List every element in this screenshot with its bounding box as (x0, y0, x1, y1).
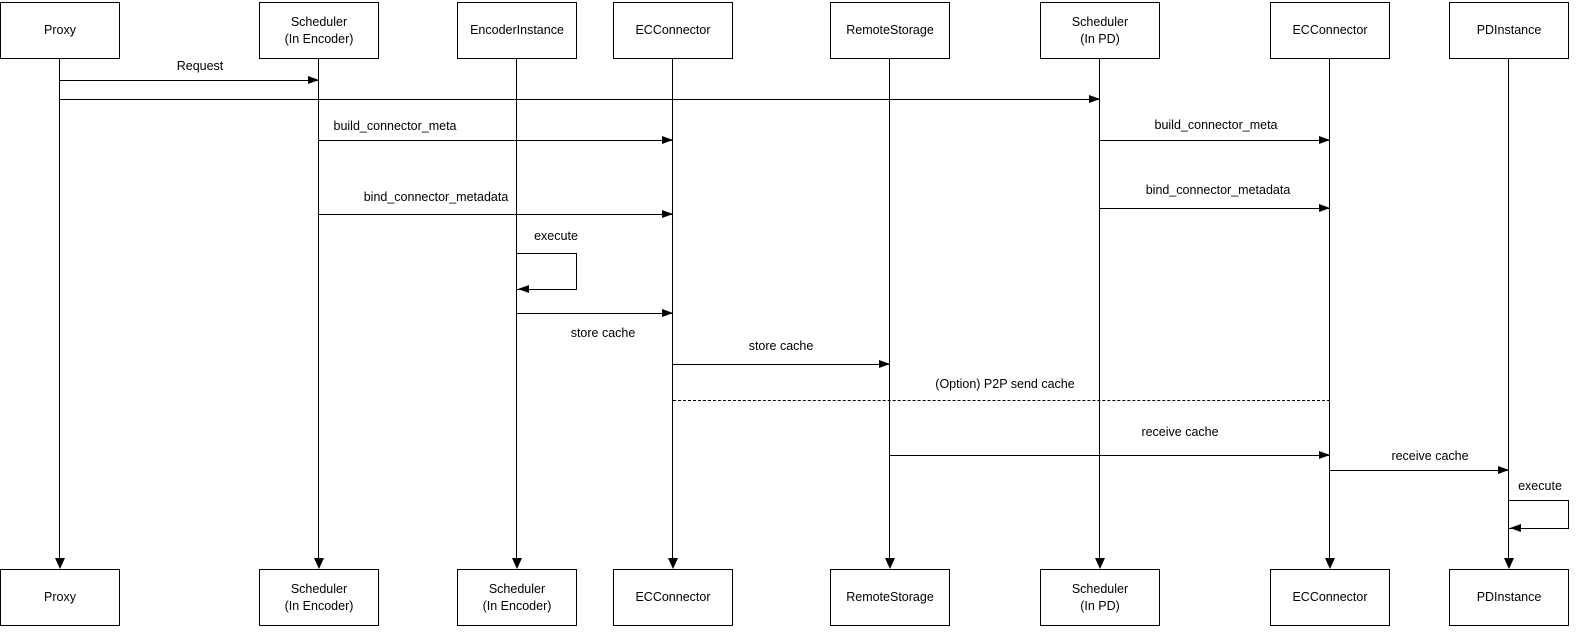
arrowhead (1095, 558, 1105, 569)
actor-bottom-pd-instance: PDInstance (1449, 569, 1569, 626)
actor-label: Proxy (44, 23, 76, 38)
actor-label: ECConnector (1292, 590, 1368, 605)
message-label: Request (175, 59, 225, 73)
actor-bottom-remote-storage: RemoteStorage (830, 569, 950, 626)
arrowhead (1319, 451, 1330, 459)
lifeline-scheduler-encoder (318, 59, 320, 558)
actor-label: RemoteStorage (846, 23, 934, 38)
message-label: build_connector_meta (1153, 118, 1279, 132)
actor-top-scheduler-encoder: Scheduler (In Encoder) (259, 2, 379, 59)
lifeline-pd-instance (1508, 59, 1510, 558)
actor-top-ec-connector-encoder: ECConnector (613, 2, 733, 59)
arrowhead (1498, 466, 1509, 474)
actor-label: Proxy (44, 590, 76, 605)
arrowhead (1510, 524, 1521, 532)
actor-label: ECConnector (635, 23, 711, 38)
actor-bottom-scheduler-pd: Scheduler (In PD) (1040, 569, 1160, 626)
actor-bottom-ec-connector-encoder: ECConnector (613, 569, 733, 626)
message-label: receive cache (1390, 449, 1470, 463)
actor-bottom-ec-connector-pd: ECConnector (1270, 569, 1390, 626)
message-line (1100, 208, 1330, 209)
arrowhead (1089, 95, 1100, 103)
self-loop-line (1509, 500, 1569, 529)
arrowhead (1504, 558, 1514, 569)
lifeline-scheduler-pd (1099, 59, 1101, 558)
actor-bottom-scheduler-encoder: Scheduler (In Encoder) (259, 569, 379, 626)
lifeline-encoder-instance (516, 59, 518, 558)
lifeline-ec-connector-encoder (672, 59, 674, 558)
message-label: receive cache (1140, 425, 1220, 439)
arrowhead (662, 210, 673, 218)
actor-label: Scheduler (In PD) (1071, 582, 1129, 613)
self-loop-line (517, 253, 577, 290)
message-line (60, 80, 319, 81)
actor-label: ECConnector (1292, 23, 1368, 38)
arrowhead (662, 309, 673, 317)
actor-top-proxy: Proxy (0, 2, 120, 59)
arrowhead (668, 558, 678, 569)
actor-label: Scheduler (In Encoder) (284, 582, 354, 613)
message-line (1100, 140, 1330, 141)
lifeline-proxy (59, 59, 61, 558)
arrowhead (1319, 204, 1330, 212)
message-line-dashed (673, 400, 1330, 401)
actor-label: Scheduler (In PD) (1071, 15, 1129, 46)
actor-top-scheduler-pd: Scheduler (In PD) (1040, 2, 1160, 59)
message-line (60, 99, 1100, 100)
message-label: store cache (747, 339, 815, 353)
message-line (517, 313, 673, 314)
actor-label: Scheduler (In Encoder) (284, 15, 354, 46)
arrowhead (1319, 136, 1330, 144)
message-label: execute (1517, 479, 1563, 493)
actor-label: EncoderInstance (470, 23, 564, 38)
actor-label: RemoteStorage (846, 590, 934, 605)
arrowhead (879, 360, 890, 368)
arrowhead (308, 76, 319, 84)
actor-label: Scheduler (In Encoder) (482, 582, 552, 613)
arrowhead (885, 558, 895, 569)
actor-bottom-encoder-instance: Scheduler (In Encoder) (457, 569, 577, 626)
arrowhead (314, 558, 324, 569)
message-label: execute (533, 229, 579, 243)
message-line (319, 140, 673, 141)
arrowhead (512, 558, 522, 569)
arrowhead (662, 136, 673, 144)
actor-top-pd-instance: PDInstance (1449, 2, 1569, 59)
arrowhead (55, 558, 65, 569)
message-label: bind_connector_metadata (1144, 183, 1292, 197)
actor-top-ec-connector-pd: ECConnector (1270, 2, 1390, 59)
actor-top-remote-storage: RemoteStorage (830, 2, 950, 59)
actor-top-encoder-instance: EncoderInstance (457, 2, 577, 59)
lifeline-ec-connector-pd (1329, 59, 1331, 558)
actor-bottom-proxy: Proxy (0, 569, 120, 626)
lifeline-remote-storage (889, 59, 891, 558)
arrowhead (1325, 558, 1335, 569)
message-line (673, 364, 890, 365)
message-label: bind_connector_metadata (362, 190, 510, 204)
message-label: build_connector_meta (332, 119, 458, 133)
actor-label: ECConnector (635, 590, 711, 605)
actor-label: PDInstance (1476, 23, 1542, 38)
arrowhead (518, 285, 529, 293)
message-label: (Option) P2P send cache (934, 377, 1076, 391)
message-line (319, 214, 673, 215)
actor-label: PDInstance (1476, 590, 1542, 605)
message-label: store cache (569, 326, 637, 340)
message-line (890, 455, 1330, 456)
message-line (1330, 470, 1509, 471)
